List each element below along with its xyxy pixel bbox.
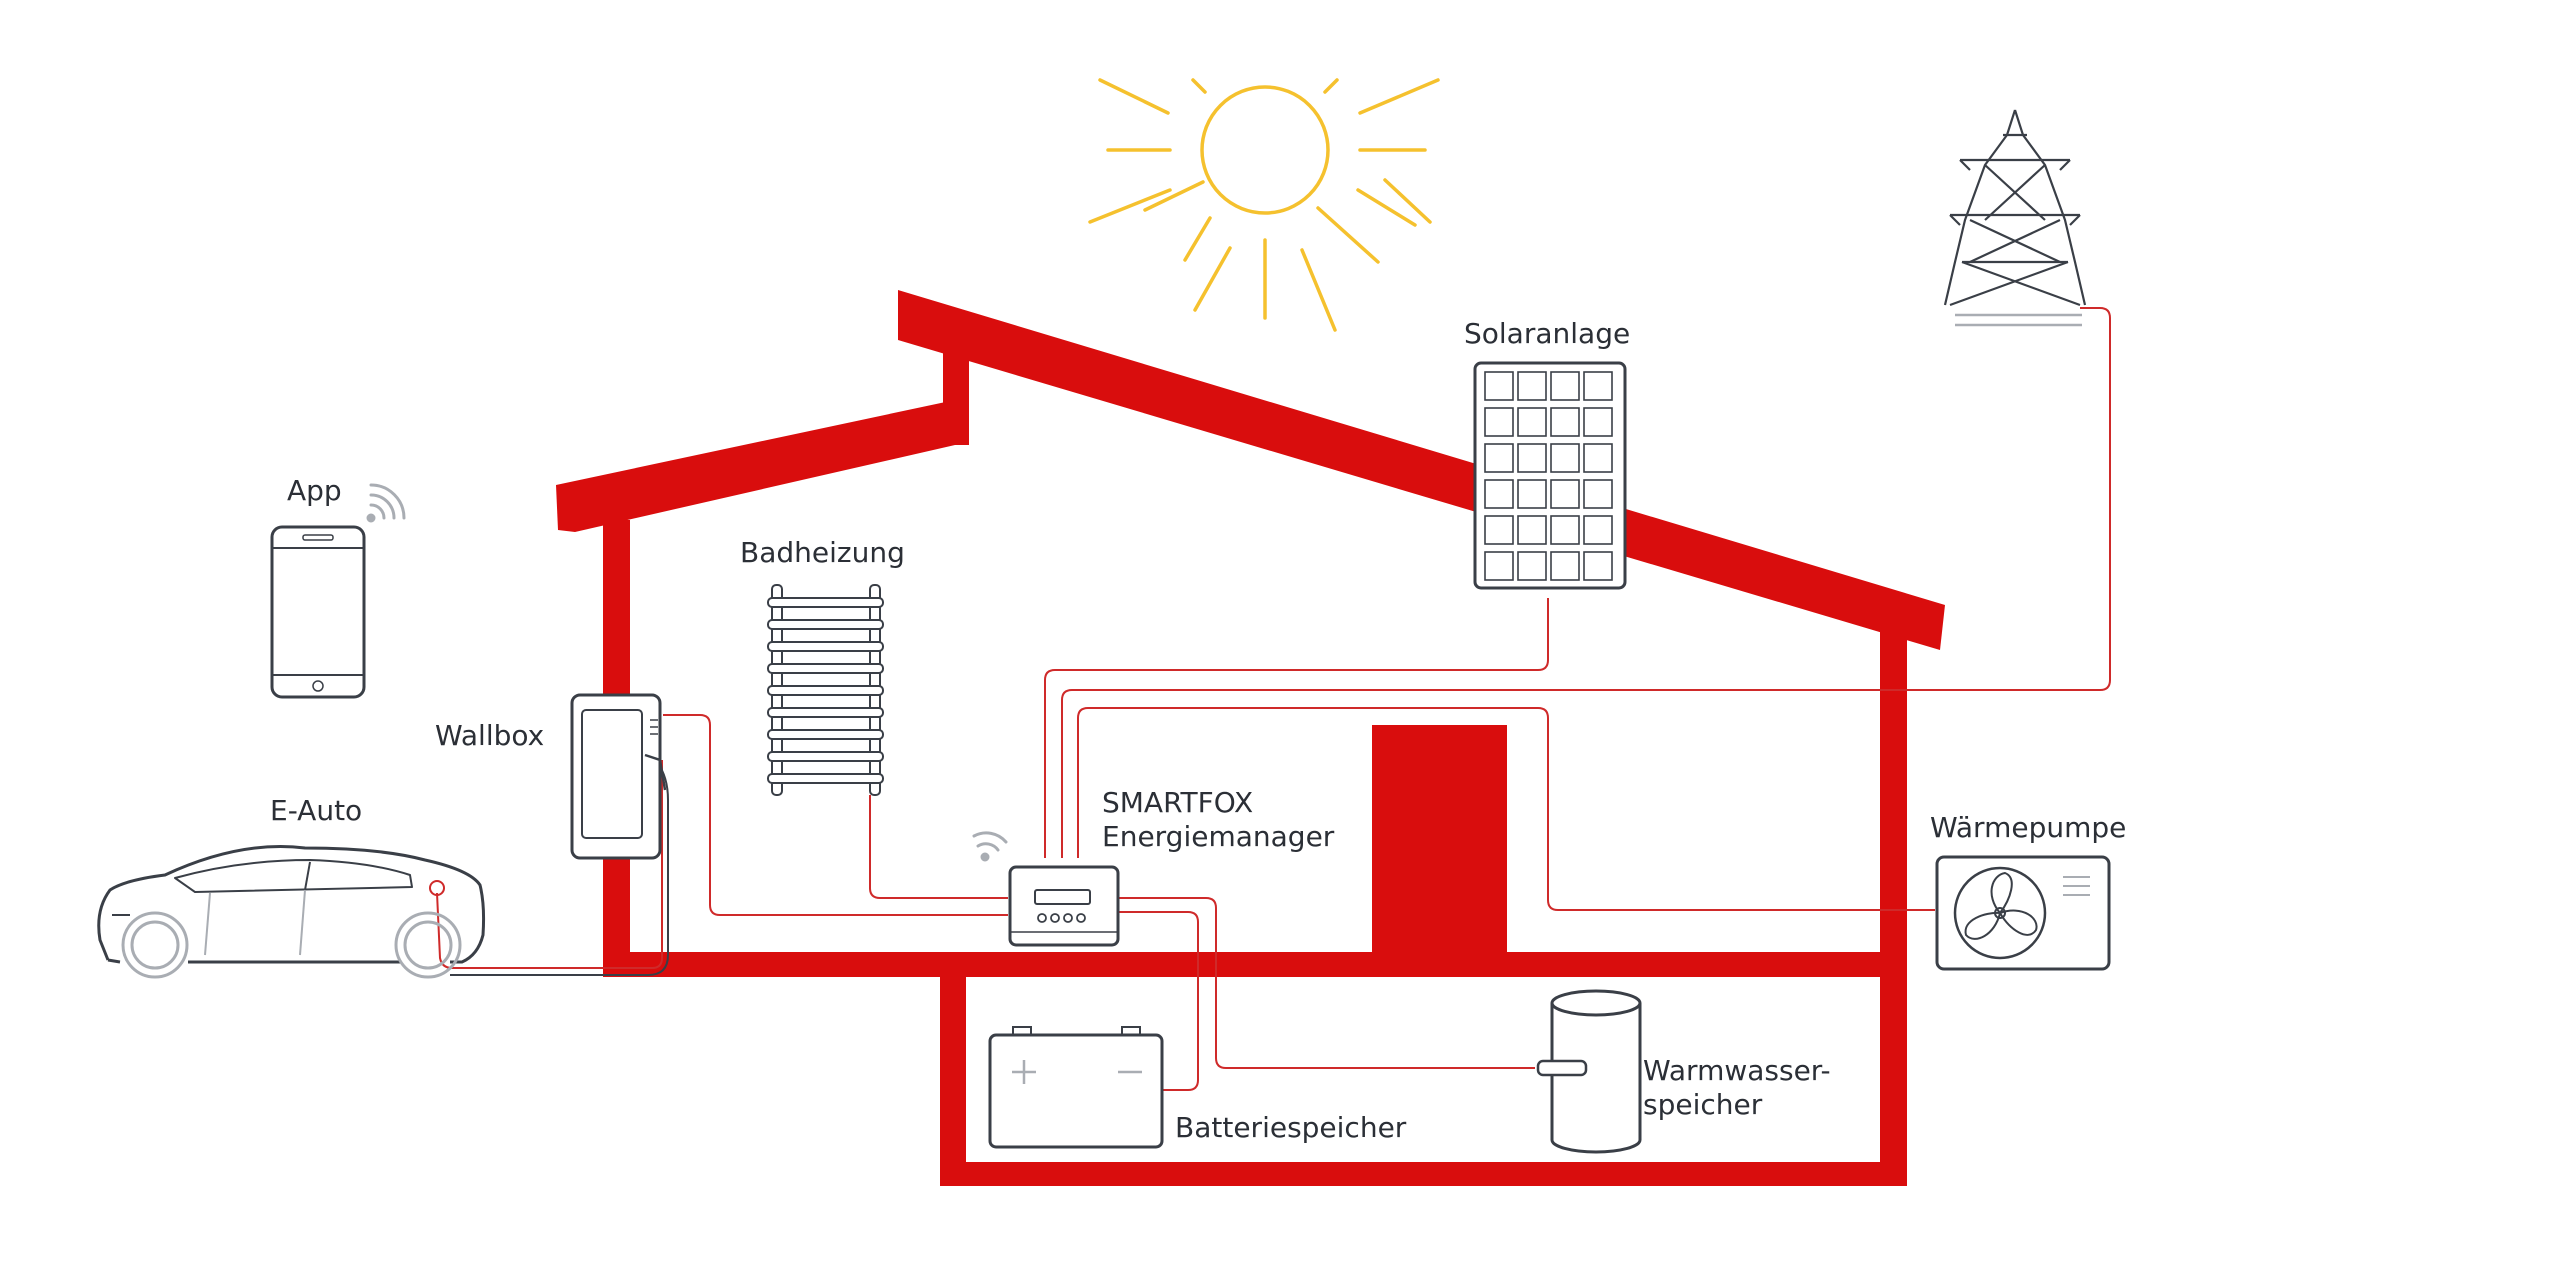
wire-wallbox <box>663 714 1008 916</box>
wallbox-icon <box>570 693 667 860</box>
ground-lines <box>1955 313 2082 327</box>
label-wallbox: Wallbox <box>435 719 544 752</box>
label-batteriespeicher: Batteriespeicher <box>1175 1111 1407 1144</box>
sun-icon <box>1088 78 1440 332</box>
wire-heatpump <box>1077 707 1935 911</box>
heat-pump-icon <box>1935 855 2111 971</box>
smartfox-wifi-icon <box>972 831 1008 862</box>
chimney <box>1372 725 1507 960</box>
wire-grid <box>1061 307 2111 858</box>
wifi-icon <box>366 483 406 523</box>
car-wheels <box>121 911 462 979</box>
basement-floor <box>940 1162 1907 1186</box>
solar-panel-icon <box>1473 361 1627 590</box>
ground-floor <box>603 952 1907 977</box>
roof-left <box>556 400 955 532</box>
wire-battery <box>1115 911 1199 1091</box>
label-waermepumpe: Wärmepumpe <box>1930 811 2126 844</box>
label-app: App <box>287 474 342 507</box>
wire-solar <box>1044 598 1549 858</box>
roof-right <box>898 290 1945 650</box>
water-tank-icon <box>1536 989 1642 1154</box>
label-warmwasser: Warmwasser- <box>1643 1054 1831 1087</box>
radiator-icon <box>767 584 884 796</box>
wire-tank <box>1115 897 1535 1069</box>
electric-car-icon <box>97 845 486 964</box>
label-speicher: speicher <box>1643 1088 1763 1121</box>
heat-pump-fan-icon <box>1964 871 2038 940</box>
label-energiemanager: Energiemanager <box>1102 820 1335 853</box>
car-charge-port <box>429 880 445 896</box>
battery-icon <box>988 1026 1164 1149</box>
wire-radiator <box>869 795 1008 899</box>
basement-wall-left <box>940 965 966 1185</box>
wall-right <box>1880 630 1907 1185</box>
power-pylon-icon <box>1943 109 2087 307</box>
roof-step <box>943 330 969 445</box>
house-structure <box>556 290 1945 1186</box>
label-badheizung: Badheizung <box>740 536 905 569</box>
label-smartfox: SMARTFOX <box>1102 786 1253 819</box>
label-solaranlage: Solaranlage <box>1464 317 1630 350</box>
smartfox-device-icon <box>1008 865 1120 947</box>
label-e-auto: E-Auto <box>270 794 362 827</box>
smartphone-icon <box>270 525 366 699</box>
